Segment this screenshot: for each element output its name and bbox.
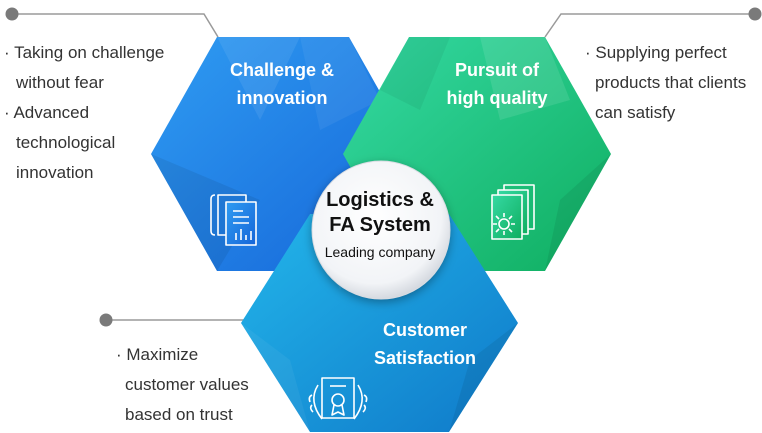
note-quality: · Supplying perfect products that client… [585,38,746,128]
note-challenge-line: innovation [16,163,94,182]
connector-quality [544,7,762,38]
connector-challenge [5,7,219,38]
hexagon-satisfaction [241,214,518,432]
documents-chart-icon [210,194,257,246]
center-label: Logistics & FA System Leading company [300,188,460,264]
satisfaction-title: Customer Satisfaction [360,316,490,372]
satisfaction-title-line2: Satisfaction [373,348,477,368]
quality-title-line1: Pursuit of [455,60,539,80]
center-circle [311,160,451,300]
challenge-title-line1: Challenge & [229,60,335,80]
certificate-laurel-icon [308,377,368,420]
document-gear-icon [491,184,535,240]
note-satisfaction: · Maximize customer values based on trus… [116,340,249,430]
note-challenge-line: technological [16,133,116,152]
quality-title: Pursuit of high quality [432,56,562,112]
connector-satisfaction [99,313,246,327]
connector-dot [5,7,19,21]
note-satisfaction-line: · Maximize [116,345,199,364]
note-quality-line: · Supplying perfect [585,43,727,62]
note-quality-line: products that clients [595,73,747,92]
connector-dot [99,313,113,327]
center-title-line2: FA System [329,214,431,236]
note-satisfaction-line: customer values [125,375,249,394]
satisfaction-title-line1: Customer [382,320,467,340]
note-quality-line: can satisfy [595,103,676,122]
center-subtitle: Leading company [324,244,436,260]
note-satisfaction-line: based on trust [125,405,233,424]
connector-dot [748,7,762,21]
note-challenge-line: · Advanced [4,103,90,122]
quality-title-line2: high quality [446,88,548,108]
note-challenge-line: without fear [16,73,104,92]
note-challenge-line: · Taking on challenge [4,43,165,62]
note-challenge: · Taking on challenge without fear · Adv… [4,38,164,188]
challenge-title-line2: innovation [236,88,328,108]
center-title-line1: Logistics & [326,189,434,211]
challenge-title: Challenge & innovation [222,56,342,112]
